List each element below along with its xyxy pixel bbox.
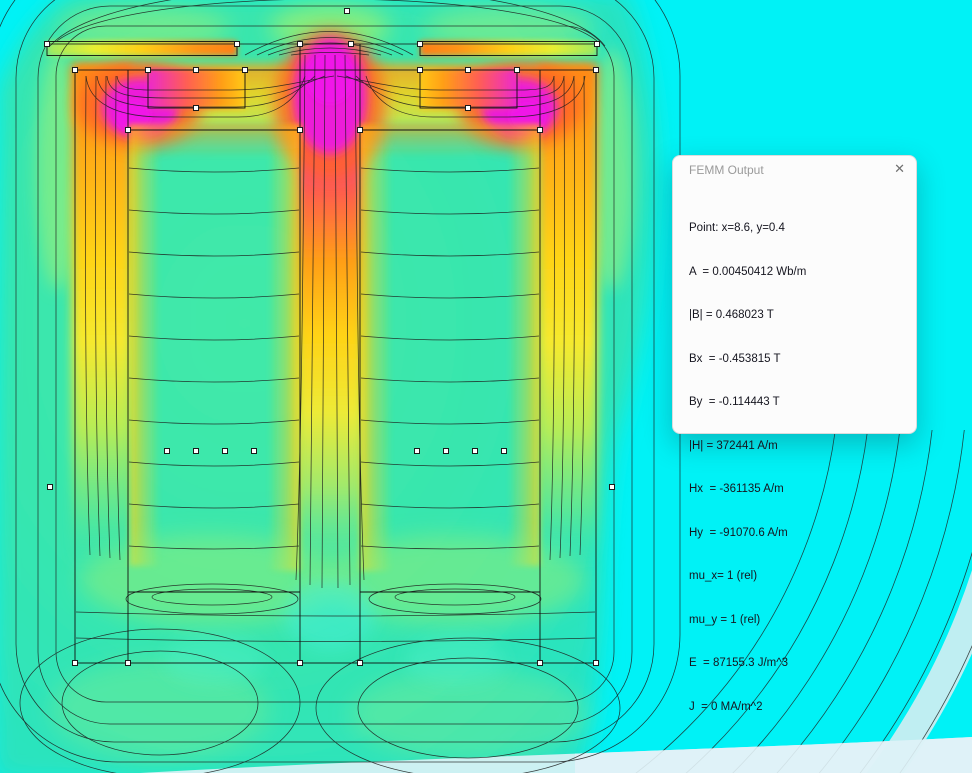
flux-contour-lines	[0, 0, 681, 773]
femm-output-window: FEMM Output ✕ Point: x=8.6, y=0.4 A = 0.…	[672, 155, 917, 713]
node-handles[interactable]	[44, 8, 615, 666]
output-line: mu_y = 1 (rel)	[689, 613, 761, 626]
output-line: J = 0 MA/m^2	[689, 700, 763, 713]
output-line: mu_x= 1 (rel)	[689, 570, 758, 582]
output-line: Hy = -91070.6 A/m	[689, 526, 788, 539]
close-icon[interactable]: ✕	[894, 161, 905, 176]
output-line: Point: x=8.6, y=0.4	[689, 222, 785, 234]
window-title: FEMM Output	[689, 163, 764, 177]
output-line: A = 0.00450412 Wb/m	[689, 265, 807, 278]
output-line: |B| = 0.468023 T	[689, 309, 774, 321]
output-line: By = -0.114443 T	[689, 396, 780, 408]
output-values: Point: x=8.6, y=0.4 A = 0.00450412 Wb/m …	[689, 192, 806, 743]
output-line: Bx = -0.453815 T	[689, 352, 781, 365]
outer-region-edge	[140, 737, 972, 773]
core-geometry-outline	[46, 41, 598, 664]
flux-density-field	[47, 30, 598, 685]
output-line: |H| = 372441 A/m	[689, 439, 778, 452]
output-line: E = 87155.3 J/m^3	[689, 657, 789, 669]
output-line: Hx = -361135 A/m	[689, 483, 784, 495]
